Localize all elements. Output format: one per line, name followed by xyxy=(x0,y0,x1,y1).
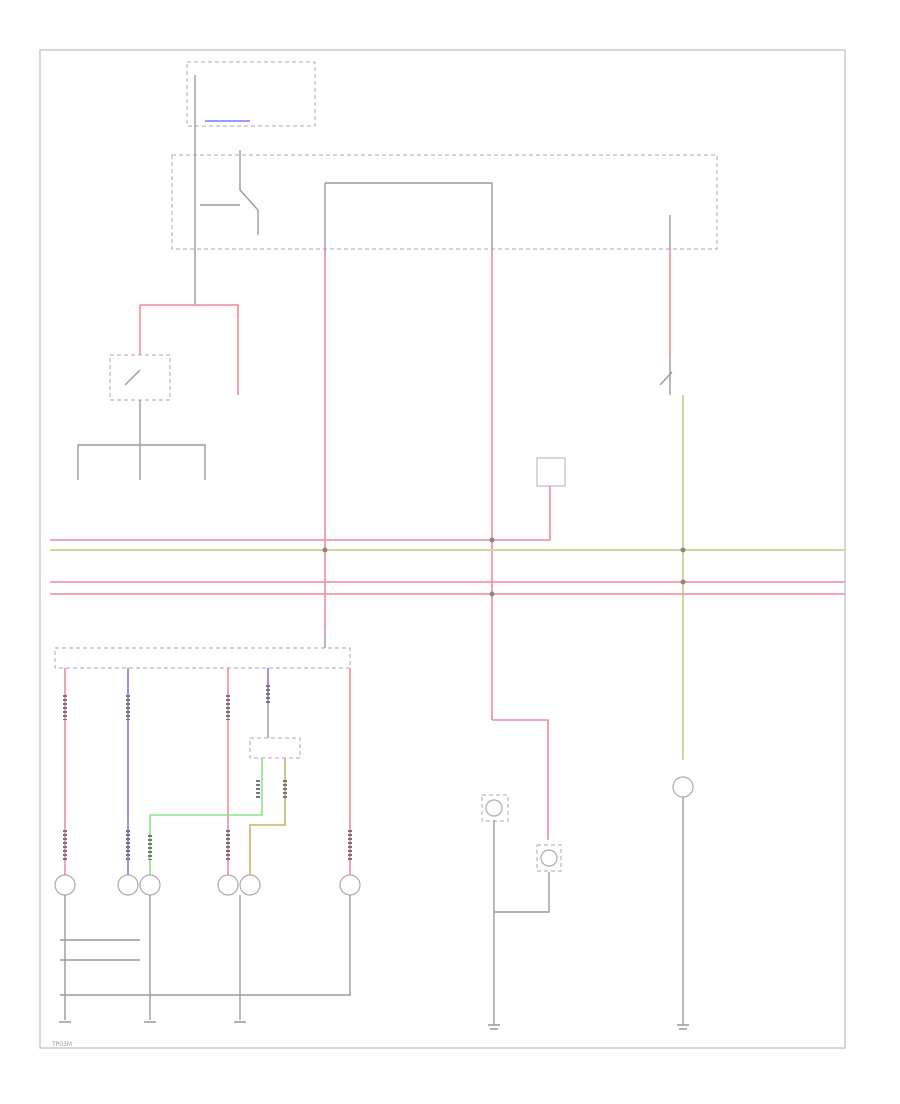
lamp-2 xyxy=(117,874,139,896)
junction-dot-4 xyxy=(680,579,686,585)
junction-dot-5 xyxy=(489,591,495,597)
junction-dot-2 xyxy=(489,537,495,543)
ground-right xyxy=(677,1024,689,1030)
lighting-switch-box xyxy=(109,354,171,401)
wire-olive xyxy=(249,758,286,880)
lamp-5 xyxy=(239,874,261,896)
wire-red-center xyxy=(492,719,549,840)
lamp-3 xyxy=(139,874,161,896)
lamp-center-1 xyxy=(485,799,503,817)
wire-green xyxy=(149,758,263,880)
lamp-center-box-2 xyxy=(536,844,562,872)
ground-center xyxy=(488,1024,500,1030)
fuse-box-top xyxy=(186,61,316,127)
fuse-relay-box xyxy=(171,154,718,250)
switch-c-contact xyxy=(659,371,673,386)
wire-red-switch-feed xyxy=(140,304,239,395)
wire-grounds-left xyxy=(60,895,351,1020)
connector-callout xyxy=(536,457,566,487)
corner-label: TP03M xyxy=(51,1041,72,1048)
wire-ground-ties xyxy=(60,939,140,961)
switch-contact xyxy=(124,369,141,386)
junction-dot-3 xyxy=(680,547,686,553)
lamp-6 xyxy=(339,874,361,896)
wire-feed-2 xyxy=(239,150,259,235)
connector-bar xyxy=(54,647,351,669)
wire-center-ground xyxy=(493,820,550,1025)
lamp-center-box xyxy=(481,794,509,822)
lamp-center-2 xyxy=(540,849,558,867)
wire-red-horizontal-1 xyxy=(50,486,551,541)
lamp-4 xyxy=(217,874,239,896)
lamp-right xyxy=(672,776,694,798)
module-box xyxy=(249,737,301,759)
connector-marks xyxy=(63,685,352,860)
wire-switch-outputs xyxy=(77,400,206,480)
junction-dot-1 xyxy=(322,547,328,553)
lamp-1 xyxy=(54,874,76,896)
